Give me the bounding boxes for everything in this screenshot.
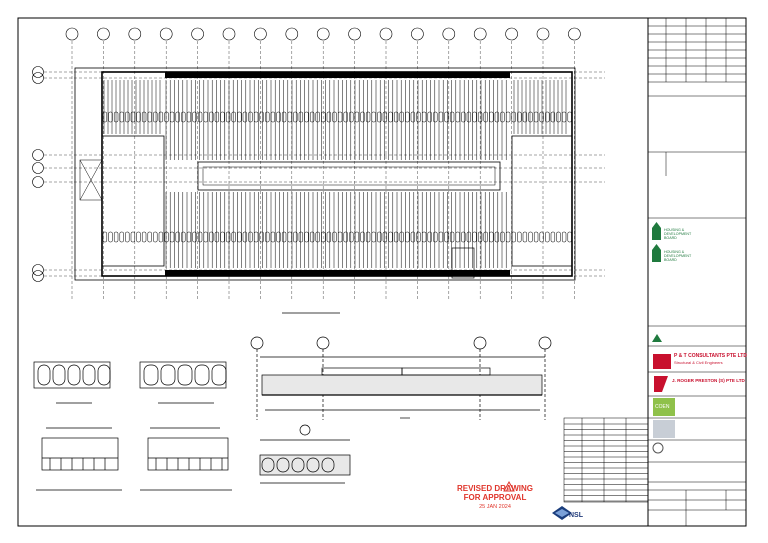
hdb-line2-b: DEVELOPMENT — [664, 254, 692, 259]
schedule-table — [563, 417, 649, 503]
plank-rows-top — [103, 80, 567, 160]
title-block — [648, 18, 746, 526]
plank-rows-bottom — [165, 192, 507, 268]
section-detail-1 — [33, 361, 111, 404]
sheet-border — [17, 17, 747, 527]
nsl-logo-icon — [552, 506, 572, 520]
nsl-logo-text: NSL — [569, 512, 583, 519]
section-detail-4 — [140, 427, 232, 491]
coen-name: COEN — [655, 404, 670, 410]
pt-consultants-name: P & T CONSULTANTS PTE LTD — [674, 353, 747, 359]
grid-bubbles-top — [65, 27, 581, 41]
section-detail-2 — [139, 361, 227, 404]
pt-consultants-logo-icon — [653, 354, 671, 369]
stamp-revised-drawing: REVISED DRAWING — [456, 484, 533, 493]
integrated-logo-icon — [652, 442, 664, 454]
pt-consultants-role: Structural & Civil Engineers — [674, 360, 723, 365]
hdb-logo-text-2: HOUSING & DEVELOPMENT BOARD — [664, 250, 691, 263]
grid-lines — [44, 41, 605, 300]
hollow-core-openings — [102, 111, 572, 243]
hdb-line1: HOUSING & — [664, 228, 685, 232]
grid-bubbles-left — [32, 66, 44, 282]
stamp-for-approval: FOR APPROVAL — [463, 493, 527, 502]
jrp-name: J. ROGER PRESTON (S) PTE LTD — [672, 378, 745, 383]
hdb-logo-text-1: HOUSING & DEVELOPMENT BOARD — [664, 228, 691, 241]
hdb-line2: DEVELOPMENT — [664, 232, 692, 237]
hdb-line3-b: BOARD — [664, 258, 677, 263]
jrp-logo-icon — [654, 376, 668, 392]
hdb-logo-icon — [652, 222, 662, 342]
section-detail-5 — [259, 424, 351, 484]
coen-logo-icon — [653, 398, 675, 416]
hdb-line3: BOARD — [664, 236, 677, 241]
stamp-date: 25 JAN 2024 — [479, 504, 511, 510]
section-detail-3 — [36, 427, 122, 491]
long-section — [250, 336, 552, 420]
floor-plan — [74, 67, 576, 281]
landscape-logo-icon — [653, 420, 675, 438]
revision-triangle-icon — [503, 480, 515, 492]
hdb-line1-b: HOUSING & — [664, 250, 685, 254]
